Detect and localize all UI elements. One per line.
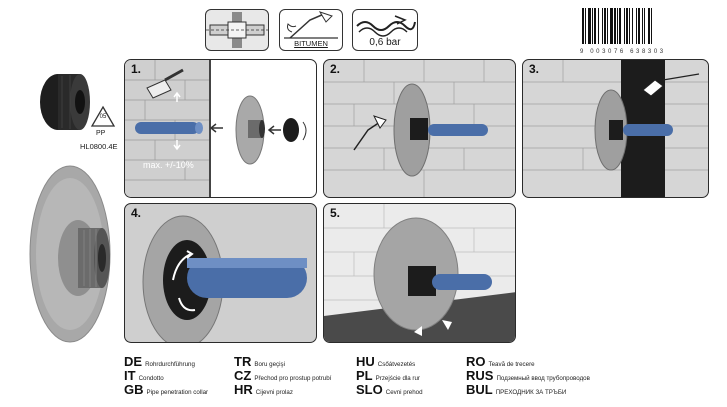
lang-hu: HU Csőátvezetés — [356, 354, 416, 369]
lang-gb: GB Pipe penetration collar — [124, 382, 209, 397]
recycle-material: PP — [96, 130, 106, 137]
language-legend: DE Rohrdurchführung IT Condotto GB Pipe … — [124, 355, 704, 403]
step-number-5: 5. — [330, 206, 341, 220]
water-pressure-icon: 0,6 bar — [352, 9, 418, 51]
step-number-4: 4. — [131, 206, 142, 220]
lang-bul: BUL ПРЕХОДНИК ЗА ТРЪБИ — [466, 382, 567, 397]
barcode-digits: 9 003076 638303 — [580, 49, 666, 55]
lang-pl: PL Przejście dla rur — [356, 368, 420, 383]
lang-ro: RO Teavă de trecere — [466, 354, 535, 369]
lang-cz: CZ Přechod pro prostup potrubí — [234, 368, 332, 383]
lang-rus: RUS Подземный ввод трубопроводов — [466, 368, 590, 383]
lang-hr: HR Cijevni prolaz — [234, 382, 293, 397]
barcode: 9 003076 638303 — [580, 8, 690, 55]
step-number-3: 3. — [529, 62, 540, 76]
step-panel-3: 3. — [522, 59, 709, 198]
recycle-code: 05 — [99, 114, 107, 120]
step-panel-4: 4. — [124, 203, 317, 343]
lang-de: DE Rohrdurchführung — [124, 354, 195, 369]
pipe-wall-icon — [205, 9, 269, 51]
step-panel-2: 2. — [323, 59, 516, 198]
step-panel-1: 1. max. +/-10% — [124, 59, 317, 198]
lang-it: IT Condotto — [124, 368, 164, 383]
lang-slo: SLO Cevni prehod — [356, 382, 423, 397]
lang-tr: TR Boru geçişi — [234, 354, 285, 369]
step-panel-5: 5. — [323, 203, 516, 343]
step-number-1: 1. — [131, 62, 142, 76]
tolerance-label: max. +/-10% — [143, 160, 194, 170]
nut-product-image — [32, 66, 92, 136]
pressure-label: 0,6 bar — [369, 37, 401, 48]
step-number-2: 2. — [330, 62, 341, 76]
collar-product-image — [22, 158, 122, 348]
recycle-icon: 05 — [90, 105, 116, 129]
bitumen-torch-icon: BITUMEN — [279, 9, 343, 51]
bitumen-label: BITUMEN — [294, 39, 328, 48]
article-number: HL0800.4E — [80, 142, 118, 151]
